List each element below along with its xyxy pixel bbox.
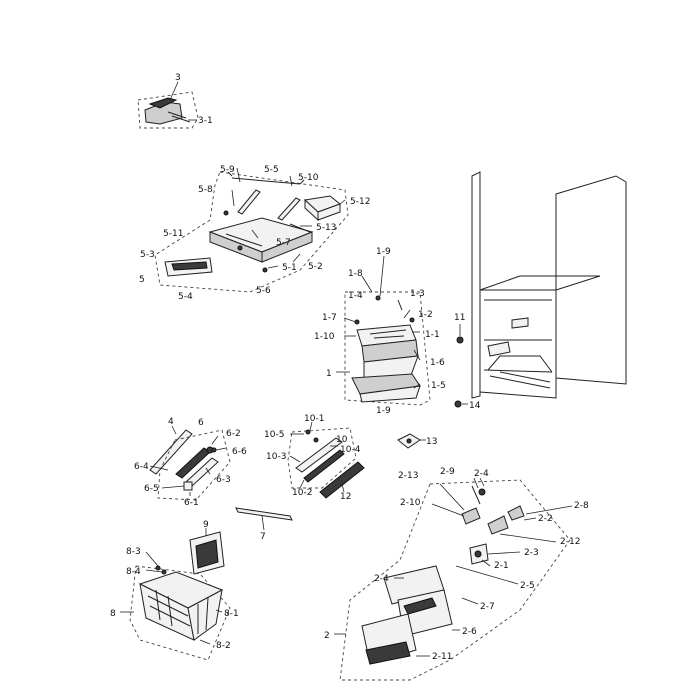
label-2-4-bottom: 2-4 <box>374 574 389 584</box>
label-8-3: 8-3 <box>126 547 141 557</box>
label-1-6: 1-6 <box>430 358 445 368</box>
label-2-13: 2-13 <box>398 471 418 481</box>
label-4: 4 <box>168 417 174 427</box>
label-11: 11 <box>454 313 465 323</box>
label-2-12: 2-12 <box>560 537 580 547</box>
label-1-2: 1-2 <box>418 310 433 320</box>
label-2-10: 2-10 <box>400 498 421 508</box>
label-2-2: 2-2 <box>538 514 553 524</box>
part-7 <box>235 507 293 531</box>
label-1-1: 1-1 <box>425 330 440 340</box>
label-10-1: 10-1 <box>304 414 324 424</box>
label-6-5: 6-5 <box>144 484 159 494</box>
label-2-1: 2-1 <box>494 561 509 571</box>
label-7: 7 <box>260 532 266 542</box>
label-1-9-top: 1-9 <box>376 247 391 257</box>
label-1-9-bottom: 1-9 <box>376 406 391 416</box>
label-6-4: 6-4 <box>134 462 149 472</box>
label-5-4: 5-4 <box>178 292 193 302</box>
label-2-3: 2-3 <box>524 548 539 558</box>
label-8-4: 8-4 <box>126 567 141 577</box>
label-6-6: 6-6 <box>232 447 247 457</box>
label-8-1: 8-1 <box>224 609 239 619</box>
label-12: 12 <box>340 492 351 502</box>
callout-labels: 3 3-1 5-9 5-5 5-10 5-8 5-12 5-13 5-11 5-… <box>110 73 589 662</box>
part-2-assembly <box>334 477 573 681</box>
label-6-1: 6-1 <box>184 498 199 508</box>
label-5-3: 5-3 <box>140 250 155 260</box>
part-13 <box>397 433 426 449</box>
label-5-10: 5-10 <box>298 173 319 183</box>
label-5-6: 5-6 <box>256 286 271 296</box>
cabinet <box>454 171 627 408</box>
part-5-assembly <box>154 167 349 293</box>
label-6-3: 6-3 <box>216 475 231 485</box>
label-3-1: 3-1 <box>198 116 213 126</box>
label-9: 9 <box>203 520 209 530</box>
label-2-6: 2-6 <box>462 627 477 637</box>
label-5-11: 5-11 <box>163 229 183 239</box>
label-5-8: 5-8 <box>198 185 213 195</box>
label-10-4: 10-4 <box>340 445 361 455</box>
label-8-2: 8-2 <box>216 641 231 651</box>
label-5-13: 5-13 <box>316 223 336 233</box>
label-8: 8 <box>110 609 116 619</box>
label-14: 14 <box>469 401 481 411</box>
part-6-assembly <box>149 425 231 501</box>
label-1-7: 1-7 <box>322 313 337 323</box>
label-10: 10 <box>336 435 348 445</box>
part-10-assembly <box>287 421 365 499</box>
part-1-assembly <box>336 255 431 406</box>
label-13: 13 <box>426 437 437 447</box>
label-5: 5 <box>139 275 145 285</box>
label-1: 1 <box>326 369 332 379</box>
label-5-5: 5-5 <box>264 165 279 175</box>
label-2-11: 2-11 <box>432 652 452 662</box>
label-5-2: 5-2 <box>308 262 323 272</box>
label-10-5: 10-5 <box>264 430 284 440</box>
part-3-assembly <box>137 81 199 129</box>
part-9 <box>189 528 225 575</box>
label-2: 2 <box>324 631 330 641</box>
label-1-8: 1-8 <box>348 269 363 279</box>
label-5-9: 5-9 <box>220 165 235 175</box>
part-8-assembly <box>120 551 231 661</box>
label-10-3: 10-3 <box>266 452 286 462</box>
label-2-7: 2-7 <box>480 602 495 612</box>
label-10-2: 10-2 <box>292 488 312 498</box>
label-1-3: 1-3 <box>410 289 425 299</box>
label-6: 6 <box>198 418 204 428</box>
label-1-5: 1-5 <box>431 381 446 391</box>
label-1-4: 1-4 <box>348 291 363 301</box>
label-5-12: 5-12 <box>350 197 370 207</box>
label-1-10: 1-10 <box>314 332 335 342</box>
label-3: 3 <box>175 73 181 83</box>
label-2-8: 2-8 <box>574 501 589 511</box>
label-2-5: 2-5 <box>520 581 535 591</box>
label-5-1: 5-1 <box>282 263 297 273</box>
label-6-2: 6-2 <box>226 429 241 439</box>
label-5-7: 5-7 <box>276 238 291 248</box>
label-2-4-top: 2-4 <box>474 469 489 479</box>
label-2-9: 2-9 <box>440 467 455 477</box>
